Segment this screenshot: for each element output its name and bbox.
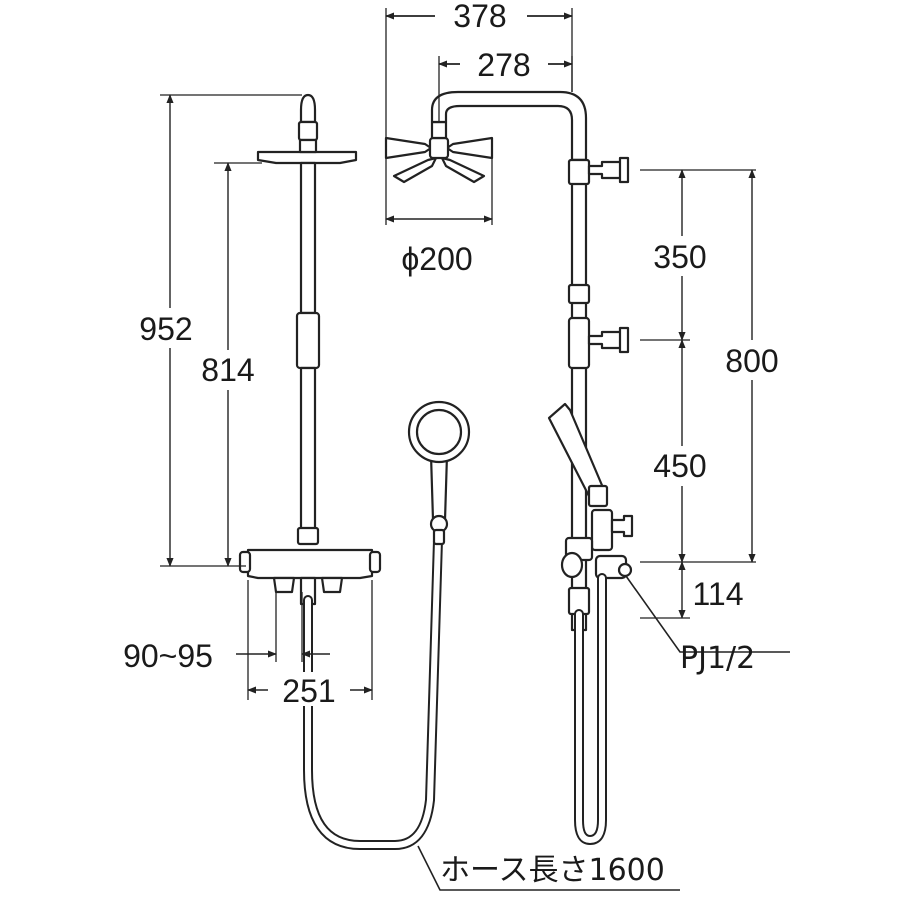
mixer-knob-right: [368, 550, 382, 574]
head-neck: [298, 138, 318, 154]
dim-total-width: 378: [453, 0, 506, 34]
dim-inlet-offset: 114: [692, 576, 743, 612]
slider-sleeve: [295, 311, 321, 370]
dim-head-diameter: ϕ200: [401, 241, 472, 277]
middle-bracket-collar: [567, 316, 591, 370]
inlet-nut: [617, 562, 633, 578]
dim-pipe-height: 814: [201, 352, 254, 388]
dim-bracket-span: 800: [725, 343, 778, 379]
inlet-leg-left: [272, 576, 296, 594]
hand-shower-head-inner: [415, 408, 463, 456]
lower-diverter: [560, 551, 584, 579]
riser-joint: [296, 526, 320, 546]
mixer-side-inlet: [610, 514, 634, 538]
pipe-top-cap: [299, 93, 317, 124]
middle-bracket-plate: [618, 326, 630, 354]
mixer-body-front: [246, 548, 374, 580]
hand-shower-front: [407, 400, 471, 546]
hand-shower-holder: [587, 484, 609, 508]
pipe-top-collar: [297, 120, 319, 142]
hand-shower-side: [547, 402, 606, 500]
hose-side-loop: [574, 573, 607, 846]
overhead-head-swivel: [430, 120, 448, 140]
dim-body-width: 251: [282, 673, 335, 709]
mixer-knob-left: [238, 550, 252, 574]
dim-total-height: 952: [139, 311, 192, 347]
upper-bracket-arm: [587, 160, 624, 180]
front-view: [238, 93, 382, 606]
hand-shower-handle: [429, 453, 449, 522]
overhead-head-side-3: [392, 156, 438, 184]
riser-pipe-front: [299, 161, 317, 315]
dim-bracket-gap-lower: 450: [653, 448, 706, 484]
overhead-head-side: [384, 136, 433, 160]
hand-shower-tail: [432, 528, 446, 546]
overhead-head-front: [256, 150, 358, 165]
leader-hose: [417, 845, 680, 891]
overhead-head-side-2: [445, 136, 494, 160]
callout-hose-length: ホース長さ1600: [440, 853, 665, 888]
dim-bracket-gap-upper: 350: [653, 239, 706, 275]
upper-bracket-plate: [618, 156, 630, 184]
overhead-head-hub: [428, 136, 450, 160]
dim-arm-reach: 278: [477, 47, 530, 83]
mixer-side-body: [590, 508, 614, 552]
riser-pipe-front-lower: [299, 366, 317, 542]
inlet-leg-right: [320, 576, 344, 594]
leader-pj12: [625, 575, 790, 653]
side-view: [384, 90, 634, 846]
hose-inner: [305, 537, 441, 848]
middle-bracket-arm: [587, 330, 624, 350]
slider-sleeve-side: [567, 283, 591, 305]
hose-side-loop-inner: [576, 575, 605, 844]
upper-bracket-collar: [567, 158, 591, 186]
overhead-head-side-4: [440, 156, 486, 184]
dim-inlet-pitch: 90~95: [123, 638, 213, 674]
callout-inlet-thread: PJ1/2: [680, 641, 755, 676]
